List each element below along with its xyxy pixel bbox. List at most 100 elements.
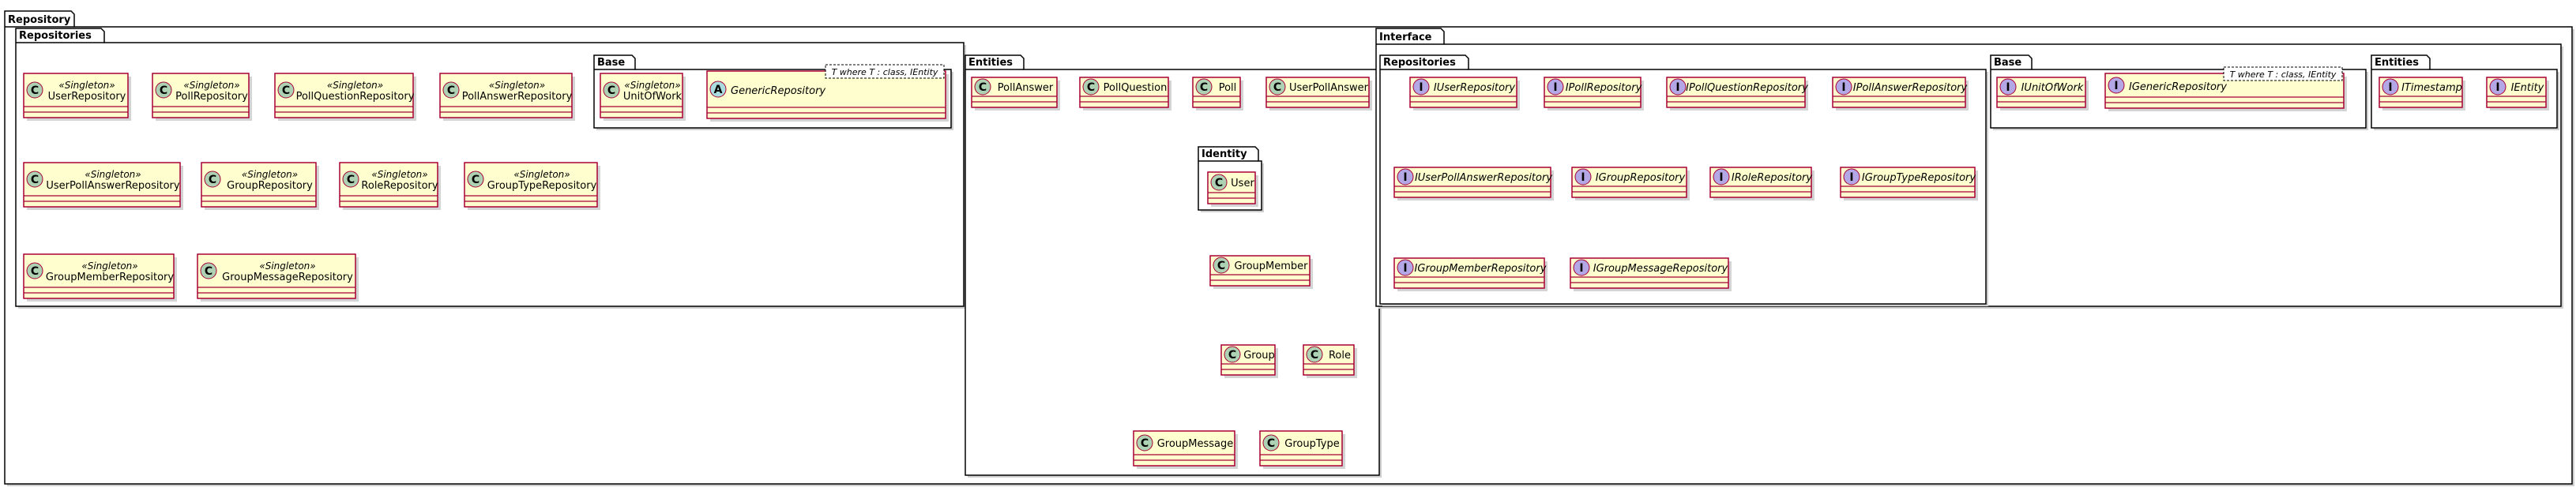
svg-text:C: C — [1273, 81, 1281, 94]
svg-text:I: I — [2388, 81, 2392, 94]
i-unit-of-work-name: IUnitOfWork — [2021, 82, 2084, 94]
class-kind-i-icon: I — [2489, 78, 2506, 96]
svg-text:C: C — [31, 84, 39, 97]
class-kind-c-icon: C — [342, 171, 359, 188]
class-kind-i-icon: I — [1574, 168, 1592, 186]
i-group-repository-name: IGroupRepository — [1596, 172, 1686, 184]
stereotype-label: «Singleton» — [371, 169, 427, 180]
role-repository-class: C«Singleton»RoleRepository — [339, 162, 441, 210]
svg-text:C: C — [1311, 349, 1318, 362]
group-message-repository-box — [197, 253, 356, 299]
class-kind-c-icon: C — [1195, 78, 1213, 96]
class-kind-i-icon: I — [1397, 168, 1414, 186]
pkg-identity-title: Identity — [1202, 148, 1247, 160]
group-member-repository-class: C«Singleton»GroupMemberRepository — [23, 253, 177, 302]
i-poll-repository-name: IPollRepository — [1566, 82, 1642, 94]
unit-of-work-class: C«Singleton»UnitOfWork — [600, 73, 686, 121]
class-kind-c-icon: C — [26, 262, 43, 279]
svg-text:C: C — [282, 84, 290, 97]
i-generic-repository-template-box — [2223, 66, 2343, 81]
poll-repository-name: PollRepository — [175, 91, 248, 103]
class-kind-i-icon: I — [1547, 78, 1564, 96]
role-name: Role — [1329, 350, 1351, 362]
i-group-type-repository-name: IGroupTypeRepository — [1862, 172, 1976, 184]
group-message-repository-name: GroupMessageRepository — [222, 272, 353, 283]
user-poll-answer-repository-box — [23, 162, 181, 208]
svg-text:C: C — [160, 84, 167, 97]
pkg-repositories-title: Repositories — [19, 30, 92, 42]
svg-text:C: C — [1200, 81, 1208, 94]
svg-text:C: C — [31, 265, 39, 278]
class-kind-i-icon: I — [1397, 259, 1414, 276]
i-role-repository-name: IRoleRepository — [1732, 172, 1812, 184]
class-kind-c-icon: C — [1224, 346, 1241, 363]
i-poll-question-repository-name: IPollQuestionRepository — [1686, 82, 1808, 94]
svg-text:C: C — [1217, 260, 1225, 272]
poll-repository-class: C«Singleton»PollRepository — [152, 73, 252, 121]
class-kind-c-icon: C — [26, 81, 43, 99]
poll-question-repository-name: PollQuestionRepository — [296, 91, 415, 103]
svg-text:I: I — [1719, 171, 1723, 184]
stereotype-label: «Singleton» — [58, 80, 115, 91]
class-kind-i-icon: I — [1573, 259, 1590, 276]
svg-text:C: C — [209, 174, 216, 186]
pkg-entities: Entities — [965, 54, 1382, 478]
group-type-repository-class: C«Singleton»GroupTypeRepository — [464, 162, 600, 210]
stereotype-label: «Singleton» — [489, 80, 545, 91]
i-unit-of-work-class: I IUnitOfWork — [1996, 77, 2089, 111]
stereotype-label: «Singleton» — [85, 169, 141, 180]
class-kind-c-icon: C — [1306, 346, 1323, 363]
svg-text:C: C — [31, 174, 39, 186]
pkg-entities-title: Entities — [968, 57, 1013, 69]
i-group-message-repository-box — [1570, 257, 1729, 289]
stereotype-label: «Singleton» — [259, 260, 315, 272]
svg-text:C: C — [1267, 437, 1275, 450]
class-kind-c-icon: C — [1210, 174, 1228, 191]
svg-text:I: I — [2495, 81, 2499, 94]
class-kind-c-icon: C — [26, 171, 43, 188]
class-kind-i-icon: I — [2382, 78, 2399, 96]
i-group-member-repository-name: IGroupMemberRepository — [1415, 263, 1547, 275]
i-group-member-repository-box — [1393, 257, 1545, 289]
group-repository-name: GroupRepository — [227, 180, 313, 192]
class-kind-c-icon: C — [277, 81, 295, 99]
pkg-interface-entities-title: Entities — [2375, 57, 2419, 69]
class-kind-c-icon: C — [204, 171, 221, 188]
i-poll-question-repository-box — [1666, 77, 1806, 108]
i-poll-answer-repository-name: IPollAnswerRepository — [1853, 82, 1968, 94]
class-kind-i-icon: I — [1669, 78, 1687, 96]
user-repository-class: C«Singleton»UserRepository — [23, 73, 131, 121]
user-repository-box — [23, 73, 129, 118]
svg-text:C: C — [607, 84, 615, 97]
svg-text:I: I — [1849, 171, 1853, 184]
class-kind-c-icon: C — [200, 262, 217, 279]
svg-text:C: C — [447, 84, 455, 97]
svg-text:C: C — [347, 174, 355, 186]
i-group-repository-class: I IGroupRepository — [1571, 167, 1690, 201]
class-kind-i-icon: I — [1999, 78, 2017, 96]
pkg-interface-base-title: Base — [1994, 57, 2021, 69]
group-type-repository-name: GroupTypeRepository — [487, 180, 597, 192]
svg-text:I: I — [1403, 171, 1407, 184]
i-generic-repository-template-param: T where T : class, IEntity — [2230, 69, 2337, 80]
class-kind-c-icon: C — [1269, 78, 1286, 96]
pkg-entities-frame — [965, 54, 1380, 476]
user-poll-answer-repository-name: UserPollAnswerRepository — [46, 180, 179, 192]
i-poll-answer-repository-box — [1832, 77, 1966, 108]
svg-text:I: I — [1579, 262, 1583, 275]
